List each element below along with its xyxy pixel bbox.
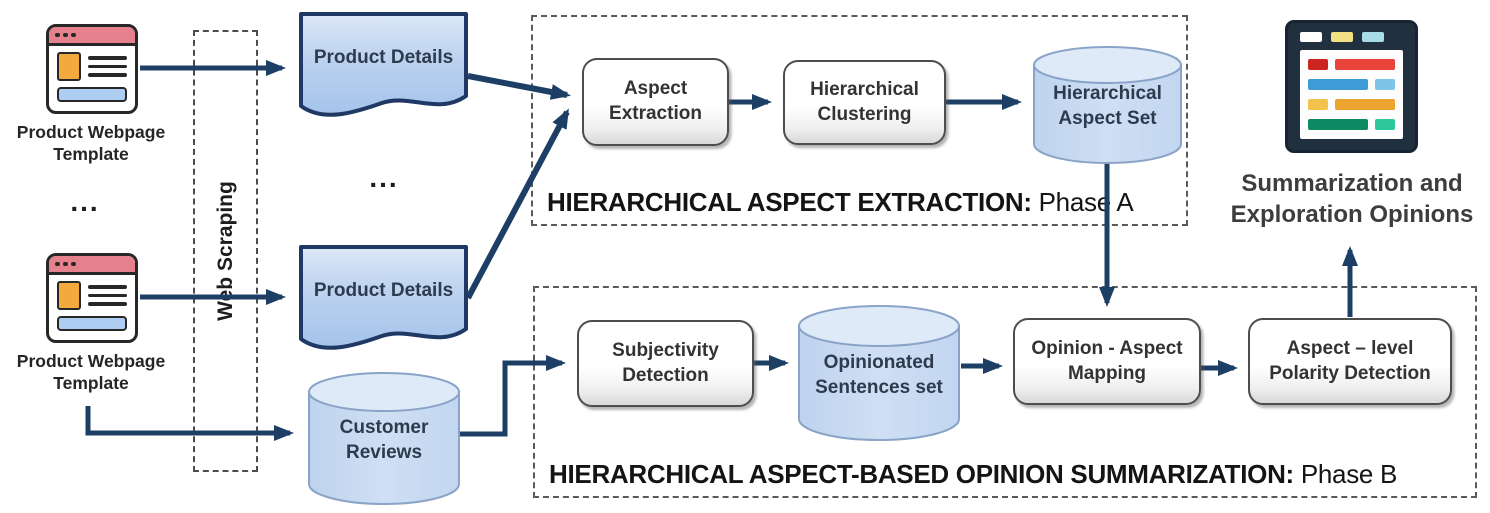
product-details-2-document: Product Details bbox=[297, 243, 470, 365]
phase-a-title: HIERARCHICAL ASPECT EXTRACTION: Phase A bbox=[547, 187, 1134, 218]
webpage-content bbox=[49, 46, 135, 81]
phase-b-region: HIERARCHICAL ASPECT-BASED OPINION SUMMAR… bbox=[533, 286, 1477, 498]
hierarchical-aspect-set-database: Hierarchical Aspect Set bbox=[1033, 46, 1182, 164]
document-shape-icon bbox=[299, 12, 468, 117]
phase-a-title-phase: Phase A bbox=[1031, 187, 1134, 217]
window-dot-icon bbox=[55, 261, 60, 267]
customer-reviews-database: Customer Reviews bbox=[308, 372, 460, 505]
phase-b-title: HIERARCHICAL ASPECT-BASED OPINION SUMMAR… bbox=[549, 459, 1397, 490]
window-dot-icon bbox=[63, 261, 68, 267]
customer-reviews-label: Customer Reviews bbox=[339, 417, 429, 463]
aspect-level-polarity-node: Aspect – level Polarity Detection bbox=[1248, 318, 1452, 405]
cylinder-shape-icon bbox=[798, 305, 960, 441]
product-details-2-label: Product Details bbox=[313, 280, 454, 301]
cylinder-shape-icon bbox=[308, 372, 460, 505]
browser-titlebar bbox=[49, 256, 135, 275]
window-dot-icon bbox=[71, 32, 76, 38]
aspect-extraction-node: Aspect Extraction bbox=[582, 58, 729, 146]
summary-report-icon bbox=[1285, 20, 1418, 153]
subjectivity-detection-label: Subjectivity Detection bbox=[612, 339, 719, 386]
window-dot-icon bbox=[71, 261, 76, 267]
hierarchical-clustering-node: Hierarchical Clustering bbox=[783, 60, 946, 145]
hierarchical-aspect-set-label: Hierarchical Aspect Set bbox=[1053, 83, 1162, 129]
product-details-1-label: Product Details bbox=[313, 47, 454, 68]
button-placeholder-icon bbox=[57, 316, 127, 331]
product-details-1-document: Product Details bbox=[297, 10, 470, 132]
phase-b-title-phase: Phase B bbox=[1293, 459, 1398, 489]
report-titlebar-icon bbox=[1300, 32, 1403, 42]
image-placeholder-icon bbox=[57, 281, 81, 310]
image-placeholder-icon bbox=[57, 52, 81, 81]
opinionated-sentences-label: Opinionated Sentences set bbox=[815, 352, 943, 398]
opinion-aspect-mapping-label: Opinion - Aspect Mapping bbox=[1031, 337, 1183, 384]
webpage-template-icon-1 bbox=[46, 24, 138, 114]
aspect-level-polarity-label: Aspect – level Polarity Detection bbox=[1269, 337, 1431, 384]
text-lines-icon bbox=[88, 52, 127, 81]
opinion-aspect-mapping-node: Opinion - Aspect Mapping bbox=[1013, 318, 1201, 405]
webpage-template-icon-2 bbox=[46, 253, 138, 343]
templates-ellipsis: ... bbox=[70, 186, 100, 217]
report-body-icon bbox=[1300, 50, 1403, 139]
opinionated-sentences-database: Opinionated Sentences set bbox=[798, 305, 960, 441]
browser-titlebar bbox=[49, 27, 135, 46]
connector-template2-to-reviews bbox=[85, 406, 294, 441]
hierarchical-clustering-label: Hierarchical Clustering bbox=[810, 78, 919, 125]
document-shape-icon bbox=[299, 245, 468, 350]
web-scraping-stage: Web Scraping bbox=[193, 30, 258, 472]
subjectivity-detection-node: Subjectivity Detection bbox=[577, 320, 754, 407]
window-dot-icon bbox=[63, 32, 68, 38]
output-caption: Summarization and Exploration Opinions bbox=[1230, 170, 1474, 229]
template1-caption: Product Webpage Template bbox=[16, 122, 166, 164]
button-placeholder-icon bbox=[57, 87, 127, 102]
phase-a-title-bold: HIERARCHICAL ASPECT EXTRACTION: bbox=[547, 187, 1032, 217]
phase-a-region: HIERARCHICAL ASPECT EXTRACTION: Phase A bbox=[531, 15, 1188, 226]
details-ellipsis: ... bbox=[369, 162, 399, 193]
phase-b-title-bold: HIERARCHICAL ASPECT-BASED OPINION SUMMAR… bbox=[549, 459, 1294, 489]
text-lines-icon bbox=[88, 281, 127, 310]
cylinder-shape-icon bbox=[1033, 46, 1182, 164]
template2-caption: Product Webpage Template bbox=[16, 351, 166, 393]
web-scraping-label: Web Scraping bbox=[213, 181, 237, 321]
window-dot-icon bbox=[55, 32, 60, 38]
webpage-content bbox=[49, 275, 135, 310]
aspect-extraction-label: Aspect Extraction bbox=[609, 78, 702, 124]
